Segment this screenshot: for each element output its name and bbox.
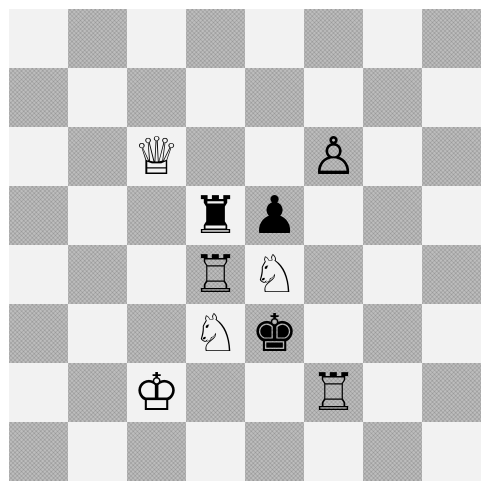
square-b3[interactable] — [68, 304, 127, 363]
black-pawn-icon[interactable]: ♟ — [251, 190, 298, 242]
black-king-icon[interactable]: ♚ — [251, 308, 298, 360]
square-g8[interactable] — [363, 9, 422, 68]
square-a4[interactable] — [9, 245, 68, 304]
square-g1[interactable] — [363, 422, 422, 481]
white-rook-icon[interactable]: ♖ — [192, 249, 239, 301]
square-f1[interactable] — [304, 422, 363, 481]
white-rook-icon[interactable]: ♖ — [310, 367, 357, 419]
square-d2[interactable] — [186, 363, 245, 422]
square-a8[interactable] — [9, 9, 68, 68]
square-e4[interactable]: ♘ — [245, 245, 304, 304]
square-h1[interactable] — [422, 422, 481, 481]
square-b1[interactable] — [68, 422, 127, 481]
square-d6[interactable] — [186, 127, 245, 186]
black-rook-icon[interactable]: ♜ — [192, 190, 239, 242]
square-g3[interactable] — [363, 304, 422, 363]
square-g6[interactable] — [363, 127, 422, 186]
square-e3[interactable]: ♚ — [245, 304, 304, 363]
chess-board: ♕♙♜♟♖♘♘♚♔♖ — [9, 9, 481, 481]
square-f8[interactable] — [304, 9, 363, 68]
square-d1[interactable] — [186, 422, 245, 481]
square-g7[interactable] — [363, 68, 422, 127]
square-f7[interactable] — [304, 68, 363, 127]
square-b6[interactable] — [68, 127, 127, 186]
square-f2[interactable]: ♖ — [304, 363, 363, 422]
square-c2[interactable]: ♔ — [127, 363, 186, 422]
square-b7[interactable] — [68, 68, 127, 127]
square-f6[interactable]: ♙ — [304, 127, 363, 186]
square-h8[interactable] — [422, 9, 481, 68]
square-b4[interactable] — [68, 245, 127, 304]
square-a1[interactable] — [9, 422, 68, 481]
square-c4[interactable] — [127, 245, 186, 304]
square-d4[interactable]: ♖ — [186, 245, 245, 304]
square-h3[interactable] — [422, 304, 481, 363]
white-queen-icon[interactable]: ♕ — [133, 131, 180, 183]
square-e8[interactable] — [245, 9, 304, 68]
square-e5[interactable]: ♟ — [245, 186, 304, 245]
square-e7[interactable] — [245, 68, 304, 127]
square-g5[interactable] — [363, 186, 422, 245]
square-e6[interactable] — [245, 127, 304, 186]
white-king-icon[interactable]: ♔ — [133, 367, 180, 419]
white-pawn-icon[interactable]: ♙ — [310, 131, 357, 183]
square-h2[interactable] — [422, 363, 481, 422]
square-f4[interactable] — [304, 245, 363, 304]
square-h7[interactable] — [422, 68, 481, 127]
square-a6[interactable] — [9, 127, 68, 186]
square-g2[interactable] — [363, 363, 422, 422]
square-d7[interactable] — [186, 68, 245, 127]
square-h5[interactable] — [422, 186, 481, 245]
square-c8[interactable] — [127, 9, 186, 68]
square-e2[interactable] — [245, 363, 304, 422]
square-c5[interactable] — [127, 186, 186, 245]
square-b8[interactable] — [68, 9, 127, 68]
square-b2[interactable] — [68, 363, 127, 422]
square-d3[interactable]: ♘ — [186, 304, 245, 363]
square-h6[interactable] — [422, 127, 481, 186]
square-f3[interactable] — [304, 304, 363, 363]
square-c7[interactable] — [127, 68, 186, 127]
square-d8[interactable] — [186, 9, 245, 68]
square-g4[interactable] — [363, 245, 422, 304]
square-c6[interactable]: ♕ — [127, 127, 186, 186]
white-knight-icon[interactable]: ♘ — [251, 249, 298, 301]
square-f5[interactable] — [304, 186, 363, 245]
square-c3[interactable] — [127, 304, 186, 363]
square-a7[interactable] — [9, 68, 68, 127]
square-a5[interactable] — [9, 186, 68, 245]
square-e1[interactable] — [245, 422, 304, 481]
white-knight-icon[interactable]: ♘ — [192, 308, 239, 360]
square-b5[interactable] — [68, 186, 127, 245]
square-d5[interactable]: ♜ — [186, 186, 245, 245]
square-a3[interactable] — [9, 304, 68, 363]
square-h4[interactable] — [422, 245, 481, 304]
square-a2[interactable] — [9, 363, 68, 422]
square-c1[interactable] — [127, 422, 186, 481]
